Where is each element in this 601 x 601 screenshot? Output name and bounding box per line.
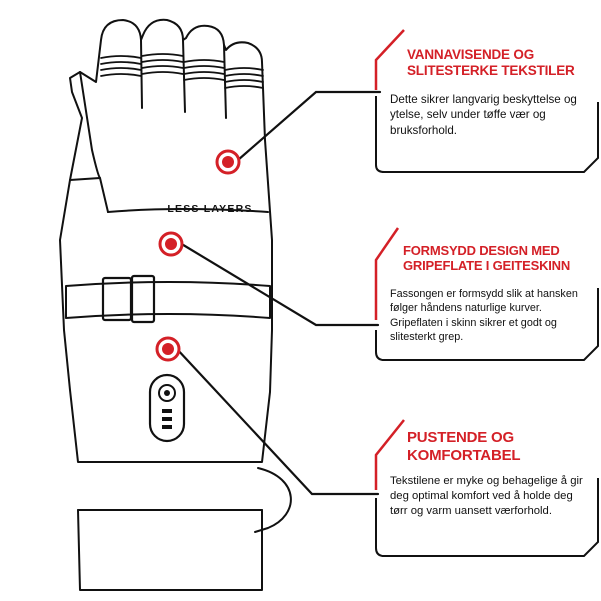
callout-frame-3-accent — [374, 419, 405, 490]
callout-2-title: FORMSYDD DESIGN MED GRIPEFLATE I GEITESK… — [403, 243, 571, 274]
heating-control — [148, 373, 186, 443]
heating-cable — [254, 467, 292, 533]
callout-frame-1 — [375, 96, 599, 173]
power-button-icon — [158, 384, 176, 402]
callout-frame-2 — [375, 288, 599, 361]
leader-line-3 — [174, 346, 380, 496]
glove-outline — [59, 18, 273, 463]
callout-frame-1-accent — [374, 29, 405, 90]
callout-3-title: PUSTENDE OG KOMFORTABEL — [407, 429, 521, 464]
leader-line-2 — [178, 241, 380, 327]
heat-level-indicator — [162, 409, 172, 413]
leader-line-1 — [236, 90, 382, 162]
brand-logo: LESS LAYERS — [167, 203, 252, 215]
callout-3-body: Tekstilene er myke og behagelige å gir d… — [390, 475, 583, 517]
callout-2-body: Fassongen er formsydd slik at hansken fø… — [390, 288, 578, 343]
marker-icon — [155, 149, 241, 362]
cuff-band — [77, 509, 263, 591]
callout-1-body: Dette sikrer langvarig beskyttelse og yt… — [390, 93, 577, 137]
wrist-strap — [65, 281, 271, 319]
callout-frame-2-accent — [374, 227, 400, 320]
callout-frame-3 — [375, 478, 599, 557]
callout-1-title: VANNAVISENDE OG SLITESTERKE TEKSTILER — [407, 47, 575, 78]
